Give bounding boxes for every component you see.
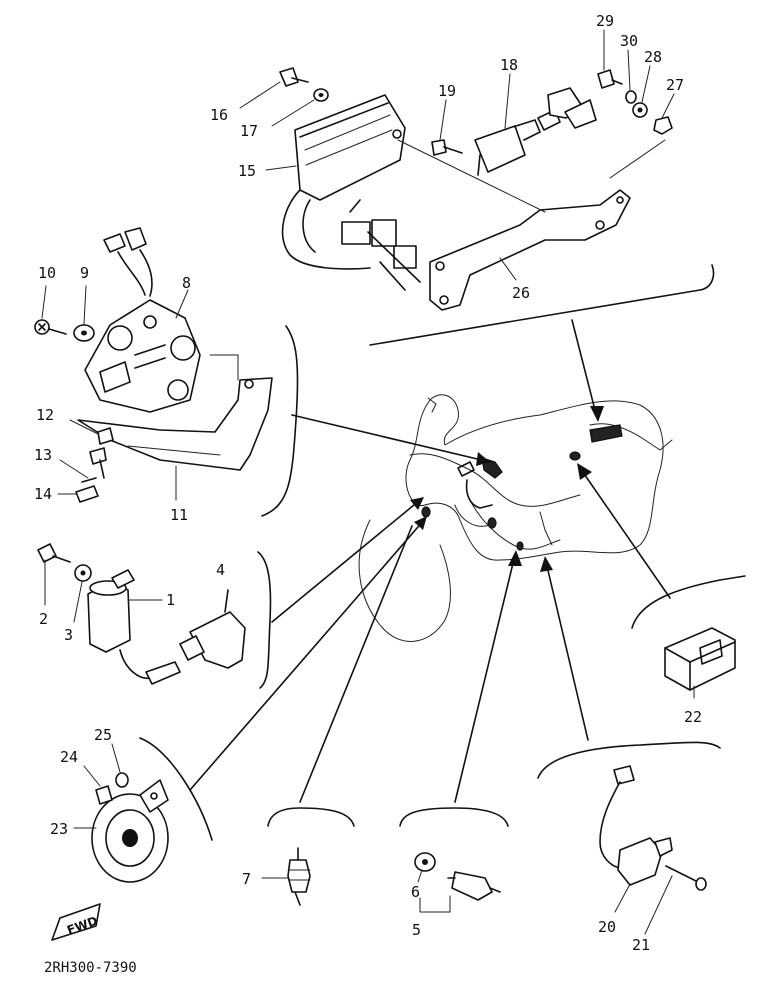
wire-connector-8: [103, 227, 153, 297]
label-26: 26: [512, 284, 530, 302]
relay-22: [664, 627, 736, 691]
cdi-unit-15: [281, 94, 421, 291]
label-4: 4: [216, 561, 225, 579]
washer-14: [75, 477, 99, 503]
label-13: 13: [34, 446, 52, 464]
label-3: 3: [64, 626, 73, 644]
ignition-coil-1: [87, 569, 181, 685]
nut-27: [653, 116, 673, 135]
ignition-coil-18: [474, 87, 597, 176]
washer-30: [625, 90, 637, 104]
horn-23: [91, 779, 169, 883]
label-19: 19: [438, 82, 456, 100]
washer-6: [414, 852, 436, 872]
label-22: 22: [684, 708, 702, 726]
washer-9: [73, 324, 95, 342]
spark-plug-cap-4: [179, 589, 246, 669]
label-14: 14: [34, 485, 52, 503]
washer-25: [115, 772, 129, 788]
bolt-13: [89, 447, 107, 479]
label-27: 27: [666, 76, 684, 94]
label-2: 2: [39, 610, 48, 628]
washer-28: [632, 102, 648, 118]
bracket-26: [397, 139, 666, 311]
switch-5: [447, 871, 501, 901]
screw-21: [665, 865, 707, 891]
label-11: 11: [170, 506, 188, 524]
fwd-arrow-icon: FWD: [51, 903, 101, 941]
label-25: 25: [94, 726, 112, 744]
drawing-code: 2RH300-7390: [44, 960, 137, 976]
label-15: 15: [238, 162, 256, 180]
bolt-12: [97, 427, 114, 445]
screw-10: [34, 319, 67, 335]
label-8: 8: [182, 274, 191, 292]
label-24: 24: [60, 748, 78, 766]
washer-17: [313, 88, 329, 102]
bracket-11: [77, 354, 273, 471]
bolt-16: [279, 67, 309, 87]
bolt-2: [37, 543, 71, 563]
label-21: 21: [632, 936, 650, 954]
label-28: 28: [644, 48, 662, 66]
label-9: 9: [80, 264, 89, 282]
label-20: 20: [598, 918, 616, 936]
label-18: 18: [500, 56, 518, 74]
group-brackets: [139, 264, 746, 841]
label-29: 29: [596, 12, 614, 30]
bolt-19: [431, 139, 463, 156]
label-10: 10: [38, 264, 56, 282]
sensor-7: [287, 847, 311, 906]
callouts: 1 2 3 4 5 6 7 8 9 10 11 12 13: [34, 12, 702, 954]
label-12: 12: [36, 406, 54, 424]
bolt-29: [597, 69, 623, 89]
rectifier-regulator-8: [84, 299, 201, 413]
sensor-20: [599, 765, 673, 886]
frame-outline: [358, 394, 673, 642]
label-7: 7: [242, 870, 251, 888]
label-23: 23: [50, 820, 68, 838]
bolt-24: [95, 785, 113, 805]
frame-mount-markers: [421, 424, 623, 551]
label-6: 6: [411, 883, 420, 901]
label-5: 5: [412, 921, 421, 939]
leader-lines: [189, 319, 671, 803]
label-16: 16: [210, 106, 228, 124]
washer-3: [74, 564, 92, 582]
label-30: 30: [620, 32, 638, 50]
label-1: 1: [166, 591, 175, 609]
label-17: 17: [240, 122, 258, 140]
